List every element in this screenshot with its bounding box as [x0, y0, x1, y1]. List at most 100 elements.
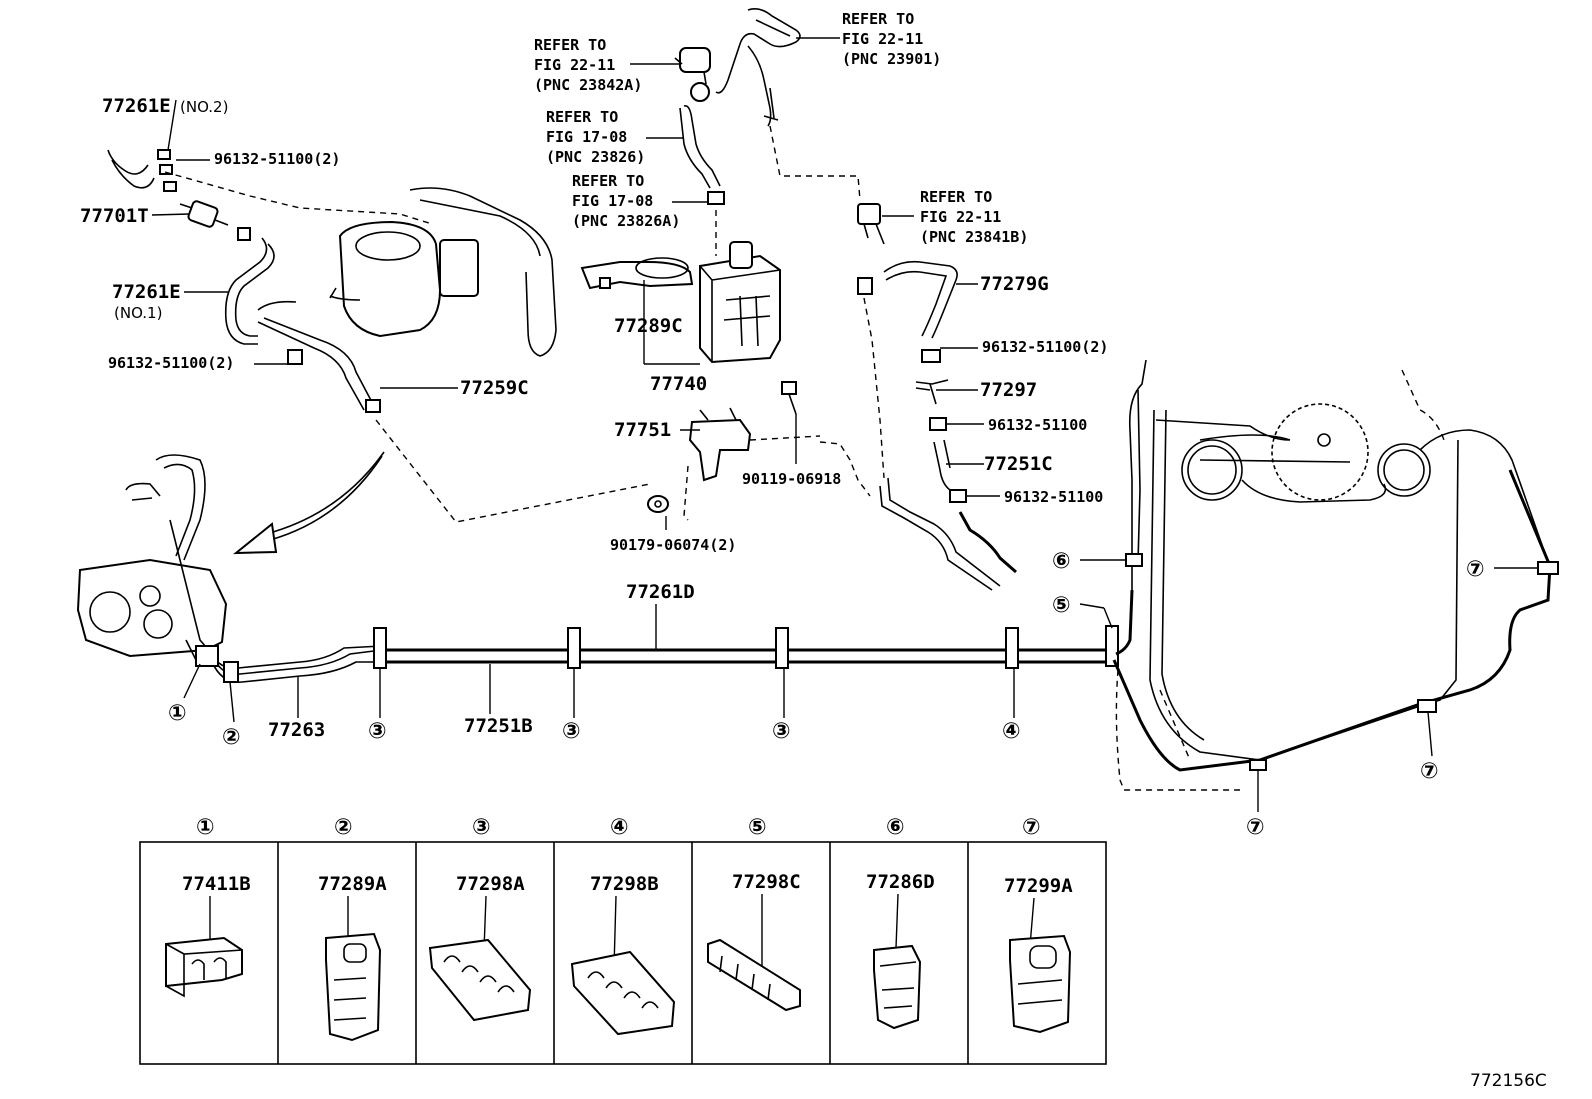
valve-23841B[interactable]	[857, 203, 885, 245]
clip-96132-top[interactable]	[157, 149, 177, 192]
callout-1: ①	[168, 701, 187, 726]
clip-small[interactable]	[237, 227, 251, 241]
clip-77286D-drawing[interactable]	[873, 944, 922, 1030]
hose-23901[interactable]	[715, 8, 801, 127]
label-clip-d: 96132-51100	[988, 416, 1087, 434]
clip-right-a[interactable]	[857, 277, 873, 295]
callout-3c: ③	[772, 719, 791, 744]
label-77263: 77263	[268, 719, 325, 741]
legend-part-4: 77298B	[590, 873, 659, 895]
clamp-3b[interactable]	[567, 627, 581, 669]
leader-lines	[151, 37, 1538, 812]
clip-77411B-drawing[interactable]	[165, 936, 243, 998]
clip-right-d[interactable]	[949, 489, 967, 503]
label-clip-c: 96132-51100(2)	[982, 338, 1108, 356]
clip-right-c[interactable]	[929, 417, 947, 431]
callout-6: ⑥	[1052, 549, 1071, 574]
pipe-77259C[interactable]	[257, 300, 381, 413]
refer-5-line3: (PNC 23841B)	[920, 228, 1028, 246]
refer-2-line3: (PNC 23901)	[842, 50, 941, 68]
label-77261D: 77261D	[626, 581, 695, 603]
legend-num-4: ④	[610, 815, 629, 840]
guide-1	[164, 171, 433, 225]
refer-5-line1: REFER TO	[920, 188, 992, 206]
bracket-77289C[interactable]	[580, 257, 694, 290]
legend-table	[139, 841, 1107, 1065]
guide-8	[863, 297, 885, 479]
bolt-90119[interactable]	[781, 381, 797, 415]
clip-96132-lower[interactable]	[287, 349, 303, 365]
clamp-5[interactable]	[1105, 625, 1119, 667]
callout-2: ②	[222, 725, 241, 750]
clamp-7b[interactable]	[1417, 699, 1437, 713]
refer-2-line1: REFER TO	[842, 10, 914, 28]
hose-77251C[interactable]	[933, 439, 951, 491]
pipe-77261D[interactable]	[382, 648, 1110, 664]
legend-part-2: 77289A	[318, 873, 387, 895]
clamp-7c[interactable]	[1249, 759, 1267, 771]
callout-3b: ③	[562, 719, 581, 744]
clamp-7a[interactable]	[1537, 561, 1559, 575]
label-clip-e: 96132-51100	[1004, 488, 1103, 506]
refer-1-line1: REFER TO	[534, 36, 606, 54]
refer-4-line1: REFER TO	[572, 172, 644, 190]
guide-3	[683, 465, 689, 521]
fuel-tank-outline	[1115, 359, 1549, 791]
legend-part-1: 77411B	[182, 873, 251, 895]
pipes-diagonal	[879, 477, 1017, 591]
refer-3-line2: FIG 17-08	[546, 128, 627, 146]
bracket-77751[interactable]	[688, 407, 752, 482]
label-77279G: 77279G	[980, 273, 1049, 295]
clip-77298A-drawing[interactable]	[428, 938, 532, 1022]
legend-num-6: ⑥	[886, 815, 905, 840]
label-77259C: 77259C	[460, 377, 529, 399]
canister-77740[interactable]	[699, 241, 781, 364]
throttle-body	[76, 454, 228, 658]
legend-num-5: ⑤	[748, 815, 767, 840]
hose-77261E-no1[interactable]	[224, 237, 275, 345]
legend-part-3: 77298A	[456, 873, 525, 895]
refer-1-line3: (PNC 23842A)	[534, 76, 642, 94]
clip-77299A-drawing[interactable]	[1009, 934, 1072, 1034]
guide-7	[769, 125, 861, 201]
hose-77279G[interactable]	[883, 260, 958, 339]
clip-23826A[interactable]	[707, 191, 725, 205]
legend-num-3: ③	[472, 815, 491, 840]
refer-3-line1: REFER TO	[546, 108, 618, 126]
refer-4-line3: (PNC 23826A)	[572, 212, 680, 230]
nut-90179[interactable]	[647, 495, 669, 513]
grommet[interactable]	[690, 82, 710, 102]
valve-77701T[interactable]	[179, 200, 229, 228]
legend-num-1: ①	[196, 815, 215, 840]
callout-7a: ⑦	[1466, 557, 1485, 582]
clip-77298C-drawing[interactable]	[707, 938, 801, 1012]
direction-arrow	[233, 451, 385, 555]
callout-3a: ③	[368, 719, 387, 744]
clamp-4[interactable]	[1005, 627, 1019, 669]
tank-pipes	[1112, 389, 1552, 772]
refer-2-line2: FIG 22-11	[842, 30, 923, 48]
label-77261E-no2: 77261E	[102, 95, 171, 117]
callout-5: ⑤	[1052, 593, 1071, 618]
label-77251C: 77251C	[984, 453, 1053, 475]
clip-77289A-drawing[interactable]	[325, 932, 382, 1042]
clamp-3c[interactable]	[775, 627, 789, 669]
engine-intake-assembly	[329, 187, 557, 357]
clamp-6[interactable]	[1125, 553, 1143, 567]
vsv-23842A[interactable]	[674, 47, 711, 85]
label-no1-note: (NO.1)	[114, 304, 162, 322]
clamp-1[interactable]	[195, 645, 219, 667]
label-77251B: 77251B	[464, 715, 533, 737]
hose-77261E-no2[interactable]	[107, 149, 155, 189]
clamp-2[interactable]	[223, 661, 239, 683]
clip-77298B-drawing[interactable]	[570, 950, 676, 1036]
callout-7b: ⑦	[1420, 759, 1439, 784]
clip-right-b[interactable]	[921, 349, 941, 363]
joint-77297[interactable]	[915, 379, 949, 405]
label-77289C: 77289C	[614, 315, 683, 337]
hose-23826[interactable]	[679, 104, 721, 189]
callout-4: ④	[1002, 719, 1021, 744]
clamp-3a[interactable]	[373, 627, 387, 669]
legend-num-2: ②	[334, 815, 353, 840]
label-77701T: 77701T	[80, 205, 149, 227]
